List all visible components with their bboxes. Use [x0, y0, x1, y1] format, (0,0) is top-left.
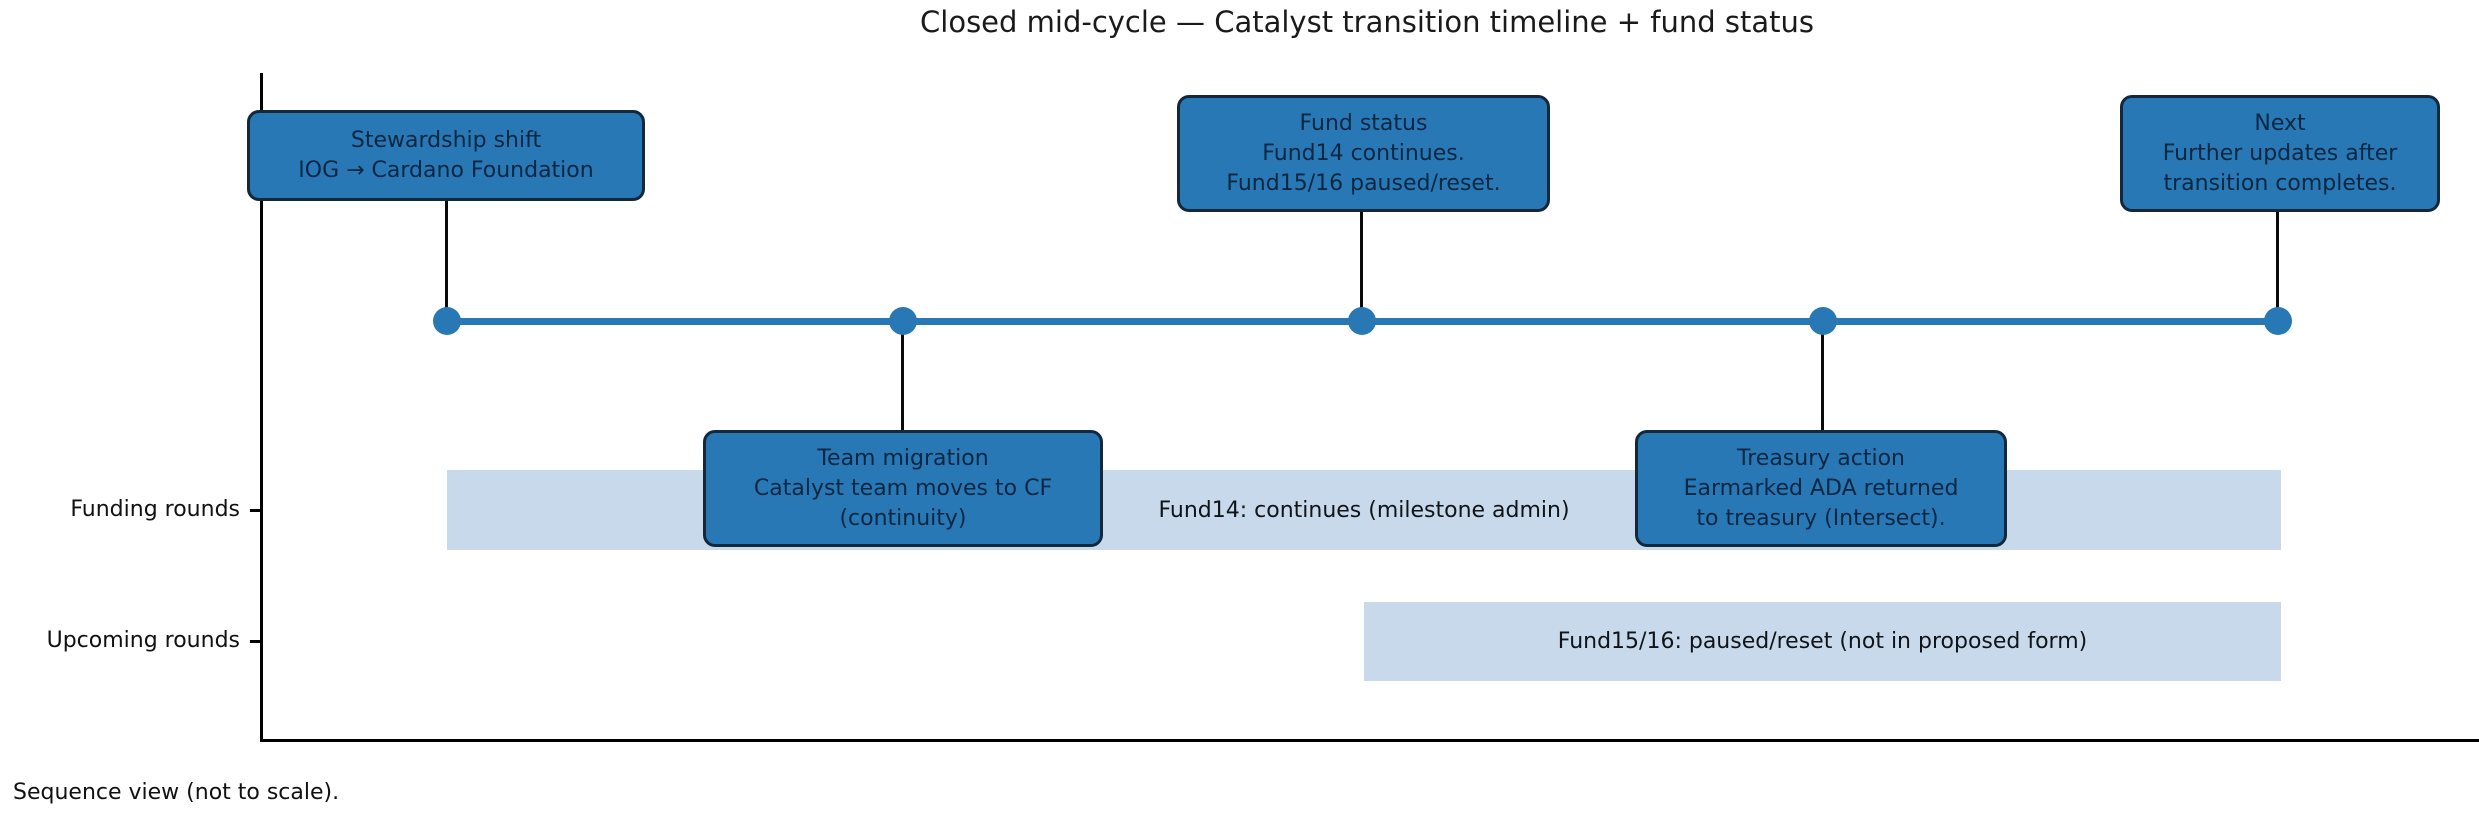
event-line: Next [2254, 110, 2306, 136]
event-connector [901, 321, 904, 430]
figure-footnote: Sequence view (not to scale). [13, 780, 340, 805]
event-line: Fund status [1299, 110, 1428, 136]
timeline-marker-5 [2264, 307, 2292, 335]
timeline-marker-2 [889, 307, 917, 335]
event-line: Fund15/16 paused/reset. [1226, 170, 1501, 196]
event-box-next: Next Further updates after transition co… [2120, 95, 2440, 212]
event-line: Team migration [817, 445, 989, 471]
timeline-marker-3 [1348, 307, 1376, 335]
y-tick-label-upcoming-rounds: Upcoming rounds [46, 628, 240, 653]
event-line: Catalyst team moves to CF [753, 475, 1053, 501]
event-connector [445, 200, 448, 321]
event-connector [1821, 321, 1824, 430]
timeline-marker-4 [1809, 307, 1837, 335]
y-tick-label-funding-rounds: Funding rounds [70, 497, 240, 522]
timeline-marker-1 [433, 307, 461, 335]
event-connector [1360, 212, 1363, 321]
event-line: Further updates after [2162, 140, 2398, 166]
event-line: IOG → Cardano Foundation [298, 157, 594, 183]
range-bar-fund15-16-label: Fund15/16: paused/reset (not in proposed… [1557, 629, 2088, 654]
event-line: (continuity) [839, 505, 967, 531]
event-box-team-migration: Team migration Catalyst team moves to CF… [703, 430, 1103, 547]
figure-title: Closed mid-cycle — Catalyst transition t… [920, 5, 1814, 39]
event-line: Earmarked ADA returned [1683, 475, 1959, 501]
event-line: Fund14 continues. [1262, 140, 1465, 166]
event-line: to treasury (Intersect). [1696, 505, 1946, 531]
event-line: transition completes. [2163, 170, 2397, 196]
event-line: Treasury action [1737, 445, 1905, 471]
range-bar-fund14-label: Fund14: continues (milestone admin) [1158, 497, 1570, 523]
event-connector [2276, 211, 2279, 321]
event-box-stewardship-shift: Stewardship shift IOG → Cardano Foundati… [247, 110, 645, 201]
x-axis-line [260, 739, 2479, 742]
event-line: Stewardship shift [350, 127, 542, 153]
y-tick-mark [250, 640, 261, 643]
event-box-treasury-action: Treasury action Earmarked ADA returned t… [1635, 430, 2007, 547]
range-bar-fund15-16: Fund15/16: paused/reset (not in proposed… [1364, 602, 2281, 681]
event-box-fund-status: Fund status Fund14 continues. Fund15/16 … [1177, 95, 1550, 212]
y-axis-line [260, 73, 263, 741]
y-tick-mark [250, 509, 261, 512]
